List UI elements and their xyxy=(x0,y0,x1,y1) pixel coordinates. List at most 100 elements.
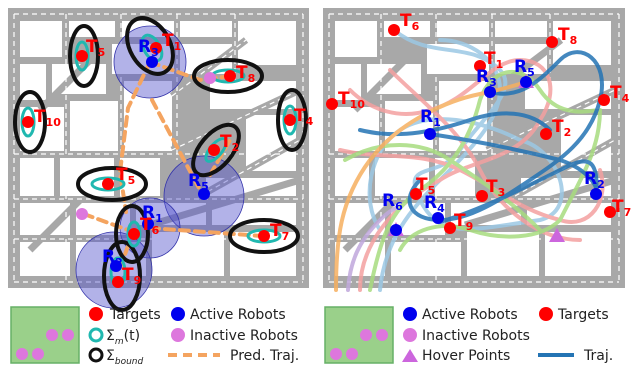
legend-hover-point-icon xyxy=(402,349,418,362)
target-marker xyxy=(388,24,400,36)
left-target-labels: T5 T1 T8 T10 T4 T2 T5 T6 T7 T9 xyxy=(34,31,314,287)
legend-pred-traj-label: Pred. Traj. xyxy=(230,348,299,364)
active-robot xyxy=(424,128,436,140)
pred-traj-5 xyxy=(148,226,264,238)
svg-text:T5: T5 xyxy=(86,37,105,59)
left-legend: Targets Σm(t) Σbound Active Robots Inact… xyxy=(10,306,299,367)
left-active-robots xyxy=(110,56,210,272)
target-marker xyxy=(22,116,34,128)
bound-ellipse-t6 xyxy=(114,204,150,264)
target-marker xyxy=(112,276,124,288)
svg-text:T10: T10 xyxy=(34,107,61,129)
active-robot xyxy=(432,212,444,224)
svg-text:T7: T7 xyxy=(612,197,631,219)
active-robot xyxy=(590,188,602,200)
active-robot xyxy=(390,224,402,236)
target-marker xyxy=(444,222,456,234)
pred-traj-1 xyxy=(117,60,152,214)
svg-text:T6: T6 xyxy=(400,11,420,33)
traj-dark-blue xyxy=(428,132,599,196)
svg-text:R3: R3 xyxy=(476,67,497,89)
traj-pink xyxy=(338,148,605,224)
legend-active-robots-label: Active Robots xyxy=(422,307,518,323)
target-marker xyxy=(208,144,220,156)
traj-green xyxy=(368,69,602,292)
target-marker xyxy=(604,206,616,218)
target-marker xyxy=(76,50,88,62)
svg-text:T9: T9 xyxy=(122,265,141,287)
bound-ellipse-t10 xyxy=(13,90,47,154)
svg-text:R3: R3 xyxy=(138,37,159,59)
svg-text:R5: R5 xyxy=(188,171,209,193)
svg-text:R2: R2 xyxy=(102,247,123,269)
svg-text:T3: T3 xyxy=(486,177,505,199)
legend-active-robots-label: Active Robots xyxy=(190,307,286,323)
bound-ellipse-t5 xyxy=(76,166,148,202)
svg-text:R6: R6 xyxy=(382,191,403,213)
svg-text:T8: T8 xyxy=(558,25,577,47)
left-targets xyxy=(22,42,296,288)
svg-text:T6: T6 xyxy=(140,215,160,237)
svg-text:T4: T4 xyxy=(610,83,630,105)
legend-targets-label: Targets xyxy=(557,307,609,323)
svg-text:T2: T2 xyxy=(552,117,571,139)
active-robot xyxy=(146,56,158,68)
svg-text:T10: T10 xyxy=(338,89,365,111)
legend-sigma-m-icon xyxy=(88,327,104,343)
depot-robots xyxy=(16,329,74,360)
legend-sigma-bound-label: Σbound xyxy=(106,348,143,367)
legend-inactive-robot-icon xyxy=(171,328,185,342)
active-robot xyxy=(142,218,154,230)
svg-text:T4: T4 xyxy=(294,106,314,128)
target-marker xyxy=(284,114,296,126)
svg-text:R1: R1 xyxy=(420,107,441,129)
active-robot xyxy=(520,76,532,88)
active-robot xyxy=(110,260,122,272)
svg-text:R4: R4 xyxy=(424,193,445,215)
svg-text:T1: T1 xyxy=(162,31,181,53)
legend-traj-label: Traj. xyxy=(583,348,613,364)
target-marker xyxy=(128,228,140,240)
svg-text:R5: R5 xyxy=(514,57,535,79)
svg-text:T5: T5 xyxy=(116,165,135,187)
svg-text:T1: T1 xyxy=(484,49,503,71)
bound-ellipse-t1 xyxy=(125,16,175,76)
depot-robots xyxy=(330,329,388,360)
legend-sigma-bound-icon xyxy=(88,347,104,363)
inactive-robot xyxy=(76,208,88,220)
legend-hover-points-label: Hover Points xyxy=(422,348,510,364)
traj-green xyxy=(343,143,542,232)
svg-text:R2: R2 xyxy=(584,169,605,191)
traj-lavender xyxy=(346,206,398,292)
bound-ellipse-t2 xyxy=(191,122,241,178)
legend-target-icon xyxy=(539,307,553,321)
right-target-labels: T6 T8 T1 T10 T4 T2 T5 T3 T7 T9 xyxy=(338,11,631,233)
bound-ellipse-t7 xyxy=(228,218,300,254)
legend-sigma-m-label: Σm(t) xyxy=(106,328,140,347)
target-marker xyxy=(476,190,488,202)
target-marker xyxy=(102,178,114,190)
target-marker xyxy=(150,42,162,54)
svg-text:T9: T9 xyxy=(454,211,473,233)
hover-point-marker xyxy=(549,228,565,242)
target-marker xyxy=(258,230,270,242)
target-marker xyxy=(326,98,338,110)
target-marker xyxy=(540,128,552,140)
target-marker xyxy=(410,188,422,200)
svg-text:R1: R1 xyxy=(142,203,163,225)
right-panel: T6 T8 T1 T10 T4 T2 T5 T3 T7 T9 R5 R3 R1 … xyxy=(323,8,631,292)
right-legend: Active Robots Targets Inactive Robots Ho… xyxy=(324,306,613,364)
inactive-robot xyxy=(204,72,216,84)
legend-inactive-robot-icon xyxy=(403,328,417,342)
legend-inactive-robots-label: Inactive Robots xyxy=(190,328,298,344)
pred-traj-3 xyxy=(150,98,202,192)
active-robot xyxy=(198,188,210,200)
target-marker xyxy=(598,94,610,106)
traj-orange xyxy=(334,80,528,292)
legend-targets-label: Targets xyxy=(109,307,161,323)
left-bound-ellipses xyxy=(13,16,308,312)
svg-text:T2: T2 xyxy=(220,132,239,154)
traj-dark-blue xyxy=(438,159,599,224)
bound-ellipse-t9 xyxy=(102,240,142,312)
